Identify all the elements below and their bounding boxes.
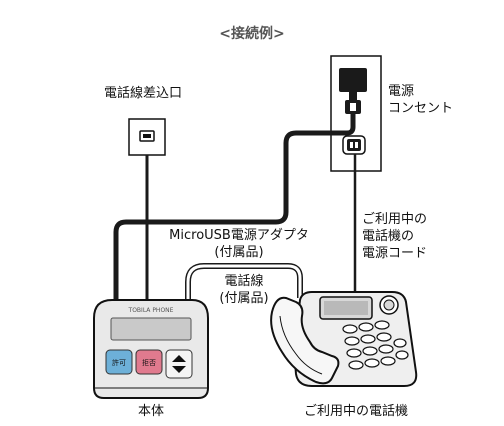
phone-jack-label: 電話線差込口 bbox=[104, 86, 183, 101]
phone-line-label-line2: (付属品) bbox=[219, 291, 269, 306]
allow-key-label: 許可 bbox=[112, 358, 126, 367]
outlet-label-line2: コンセント bbox=[388, 101, 454, 116]
cord-label-line2: 電話機の bbox=[362, 229, 415, 244]
adapter-label-line2: (付属品) bbox=[214, 245, 264, 260]
deny-key-label: 拒否 bbox=[142, 358, 156, 367]
main-unit-label: 本体 bbox=[137, 404, 164, 419]
main-unit-device bbox=[93, 299, 209, 399]
cord-label-line1: ご利用中の bbox=[362, 212, 428, 227]
device-brand-text: TOBILA PHONE bbox=[128, 307, 174, 314]
outlet-label-line1: 電源 bbox=[388, 84, 415, 99]
adapter-label-line1: MicroUSB電源アダプタ bbox=[169, 228, 309, 243]
cord-label-line3: 電源コード bbox=[362, 246, 428, 261]
diagram-title: <接続例> bbox=[219, 26, 285, 42]
microusb-adapter-cable bbox=[113, 111, 356, 305]
telephone-label: ご利用中の電話機 bbox=[303, 404, 408, 419]
telephone-icon bbox=[270, 291, 418, 387]
wall-outlet-icon bbox=[330, 55, 382, 172]
phone-jack-icon bbox=[128, 118, 166, 156]
phone-line-label-line1: 電話線 bbox=[224, 274, 264, 289]
